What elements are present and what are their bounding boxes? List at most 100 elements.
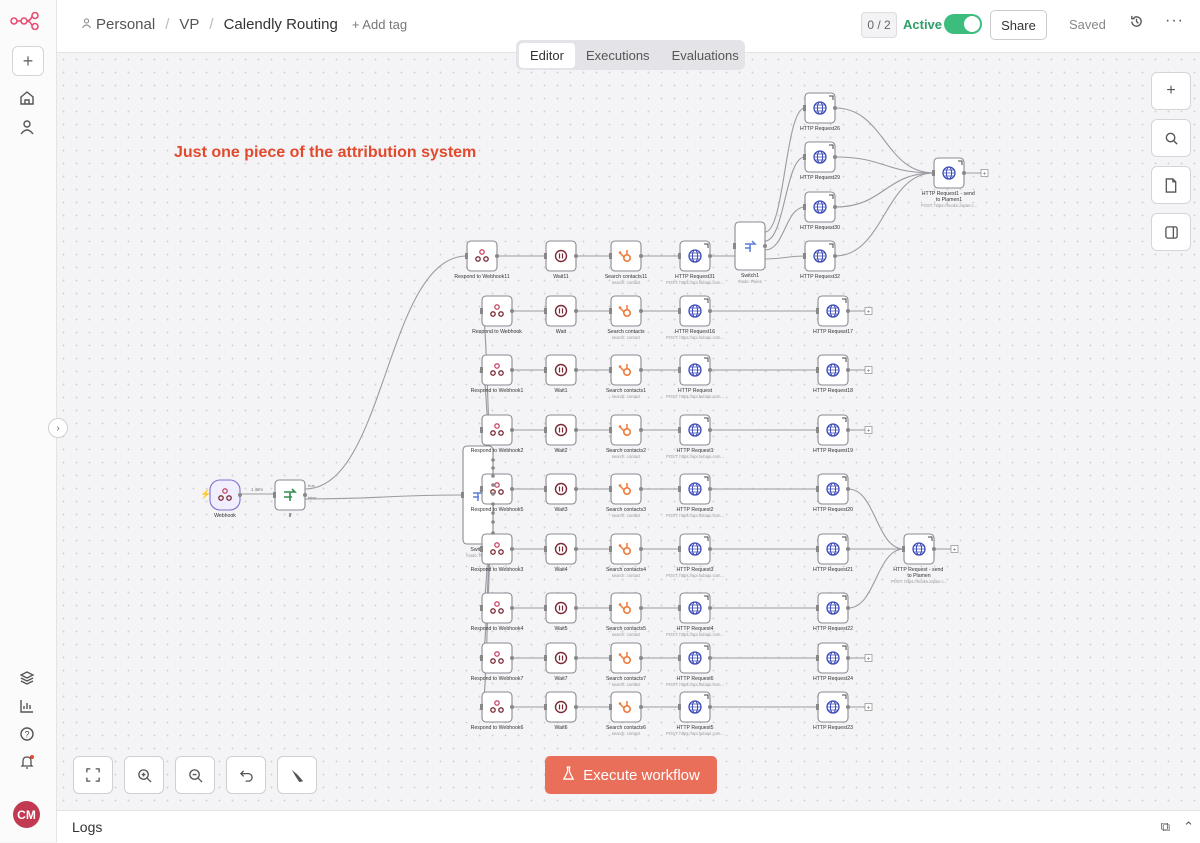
workflow-node[interactable]: Wait [544,295,578,335]
workflow-node[interactable]: If [273,479,307,519]
help-icon[interactable]: ? [12,720,42,748]
search-icon[interactable] [1151,119,1191,157]
connection-line [764,156,806,242]
breadcrumb-folder[interactable]: VP [179,16,200,33]
workflow-node[interactable]: Wait2 [544,414,578,454]
home-icon[interactable] [12,84,42,112]
add-node-icon[interactable]: + [1151,72,1191,110]
workflow-canvas[interactable] [57,53,1200,810]
tab-executions[interactable]: Executions [585,47,650,63]
workflow-node[interactable]: Respond to Webhook11 [454,240,510,280]
workflow-node[interactable]: HTTP Request22 [813,592,853,632]
connection-line [764,255,806,260]
workflow-node[interactable]: Wait3 [544,473,578,513]
workflow-node[interactable]: Respond to Webhook1 [471,354,524,394]
workflow-node[interactable]: Respond to Webhook7 [471,642,524,682]
workflow-node[interactable]: HTTP Request20 [813,473,853,513]
logs-panel[interactable]: Logs ⧉ ⌃ [57,810,1200,843]
add-tag-button[interactable]: + Add tag [351,17,408,32]
workflow-node[interactable]: Wait5 [544,592,578,632]
workflow-node[interactable]: HTTP Request29 [800,141,840,181]
node-subtitle: POST: https://api.hubapi.com... [666,335,724,340]
workflow-node[interactable]: Wait7 [544,642,578,682]
active-toggle[interactable] [944,14,982,34]
workflow-node[interactable]: Respond to Webhook [472,295,522,335]
templates-icon[interactable] [12,664,42,692]
chevron-up-icon[interactable]: ⌃ [1183,819,1194,834]
panel-toggle-icon[interactable] [1151,213,1191,251]
workflow-node[interactable]: HTTP Request18+ [813,354,873,394]
svg-text:?: ? [24,730,29,740]
avatar[interactable]: CM [13,801,40,828]
workflow-node[interactable]: Respond to Webhook4 [471,592,524,632]
node-label: HTTP Request18 [813,388,853,394]
sidebar: + ? CM [0,0,57,842]
workflow-name[interactable]: Calendly Routing [223,16,338,33]
n8n-logo[interactable] [10,11,40,35]
tab-editor[interactable]: Editor [519,42,575,68]
workflow-node[interactable]: HTTP Request24+ [813,642,873,682]
workflow-node[interactable]: Respond to Webhook2 [471,414,524,454]
more-options-icon[interactable]: ··· [1165,12,1184,29]
breadcrumb-project[interactable]: Personal [96,16,156,33]
share-button[interactable]: Share [990,10,1047,40]
workflow-node[interactable]: Wait1 [544,354,578,394]
workflow-node[interactable]: Wait4 [544,533,578,573]
trigger-bolt-icon: ⚡ [200,488,211,500]
user-icon[interactable] [12,113,42,141]
add-icon[interactable]: + [12,46,44,76]
workflow-node[interactable]: HTTP Request26 [800,92,840,132]
expand-sidebar-icon[interactable]: › [48,418,68,438]
workflow-node[interactable]: Webhook [209,479,242,519]
workflow-node[interactable]: Respond to Webhook5 [471,473,524,513]
insights-icon[interactable] [12,692,42,720]
undo-icon[interactable] [226,756,266,794]
workflow-node[interactable]: Wait6 [544,691,578,731]
fit-view-icon[interactable] [73,756,113,794]
zoom-in-icon[interactable] [124,756,164,794]
tidy-up-icon[interactable] [277,756,317,794]
connection-line [834,172,935,208]
workflow-node[interactable]: HTTP Request32 [800,240,840,280]
workflow-node[interactable]: Respond to Webhook3 [471,533,524,573]
notifications-icon[interactable] [12,748,42,776]
node-label: Respond to Webhook2 [471,448,524,454]
zoom-out-icon[interactable] [175,756,215,794]
workflow-node[interactable]: Respond to Webhook6 [471,691,524,731]
tab-evaluations[interactable]: Evaluations [671,47,739,63]
node-subtitle: POST: https://api.hubapi.com... [666,454,724,459]
workflow-node[interactable]: HTTP Request17+ [813,295,873,335]
pop-out-icon[interactable]: ⧉ [1160,819,1170,834]
workflow-node[interactable]: HTTP Request19+ [813,414,873,454]
workflow-node[interactable]: HTTP Request30 [800,191,840,231]
history-icon[interactable] [1129,14,1144,33]
workflow-node[interactable]: HTTP Request21 [813,533,853,573]
sticky-note-icon[interactable] [1151,166,1191,204]
workflow-node[interactable]: HTTP Request23+ [813,691,873,731]
workflow-node[interactable]: Wait11 [544,240,578,280]
sticky-note-text[interactable]: Just one piece of the attribution system [174,144,477,161]
execute-workflow-button[interactable]: Execute workflow [545,756,717,794]
node-label: Respond to Webhook1 [471,388,524,394]
